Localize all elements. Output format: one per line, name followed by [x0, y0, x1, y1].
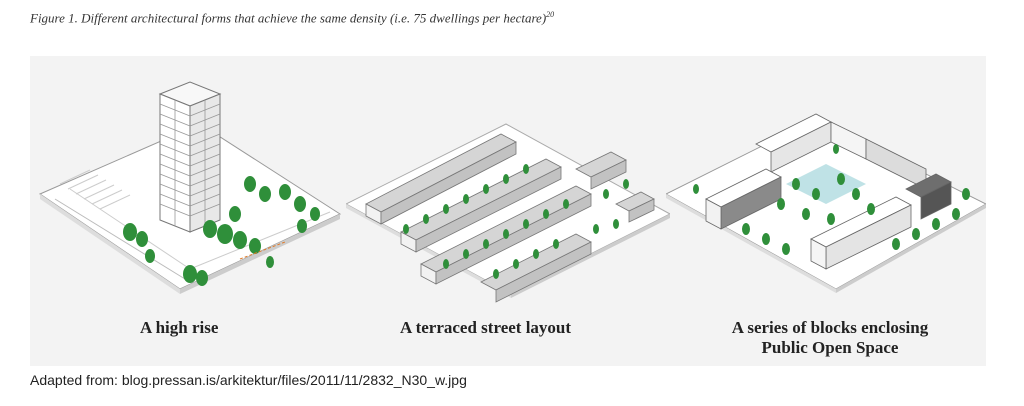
- terraced-street-illustration: [346, 123, 670, 303]
- label-perimeter-blocks-line1: A series of blocks enclosing: [731, 318, 929, 337]
- label-high-rise: A high rise: [140, 318, 219, 337]
- figure-caption: Figure 1. Different architectural forms …: [30, 10, 555, 26]
- source-credit: Adapted from: blog.pressan.is/arkitektur…: [30, 372, 467, 388]
- figure-panel: A high rise A terraced street layout A s…: [30, 56, 986, 366]
- footnote-marker: 20: [546, 10, 555, 19]
- label-terraced-street: A terraced street layout: [400, 318, 572, 337]
- high-rise-illustration: [38, 81, 342, 294]
- perimeter-blocks-illustration: [666, 113, 986, 293]
- label-perimeter-blocks-line2: Public Open Space: [761, 338, 899, 357]
- label-perimeter-blocks: A series of blocks enclosing Public Open…: [710, 318, 950, 358]
